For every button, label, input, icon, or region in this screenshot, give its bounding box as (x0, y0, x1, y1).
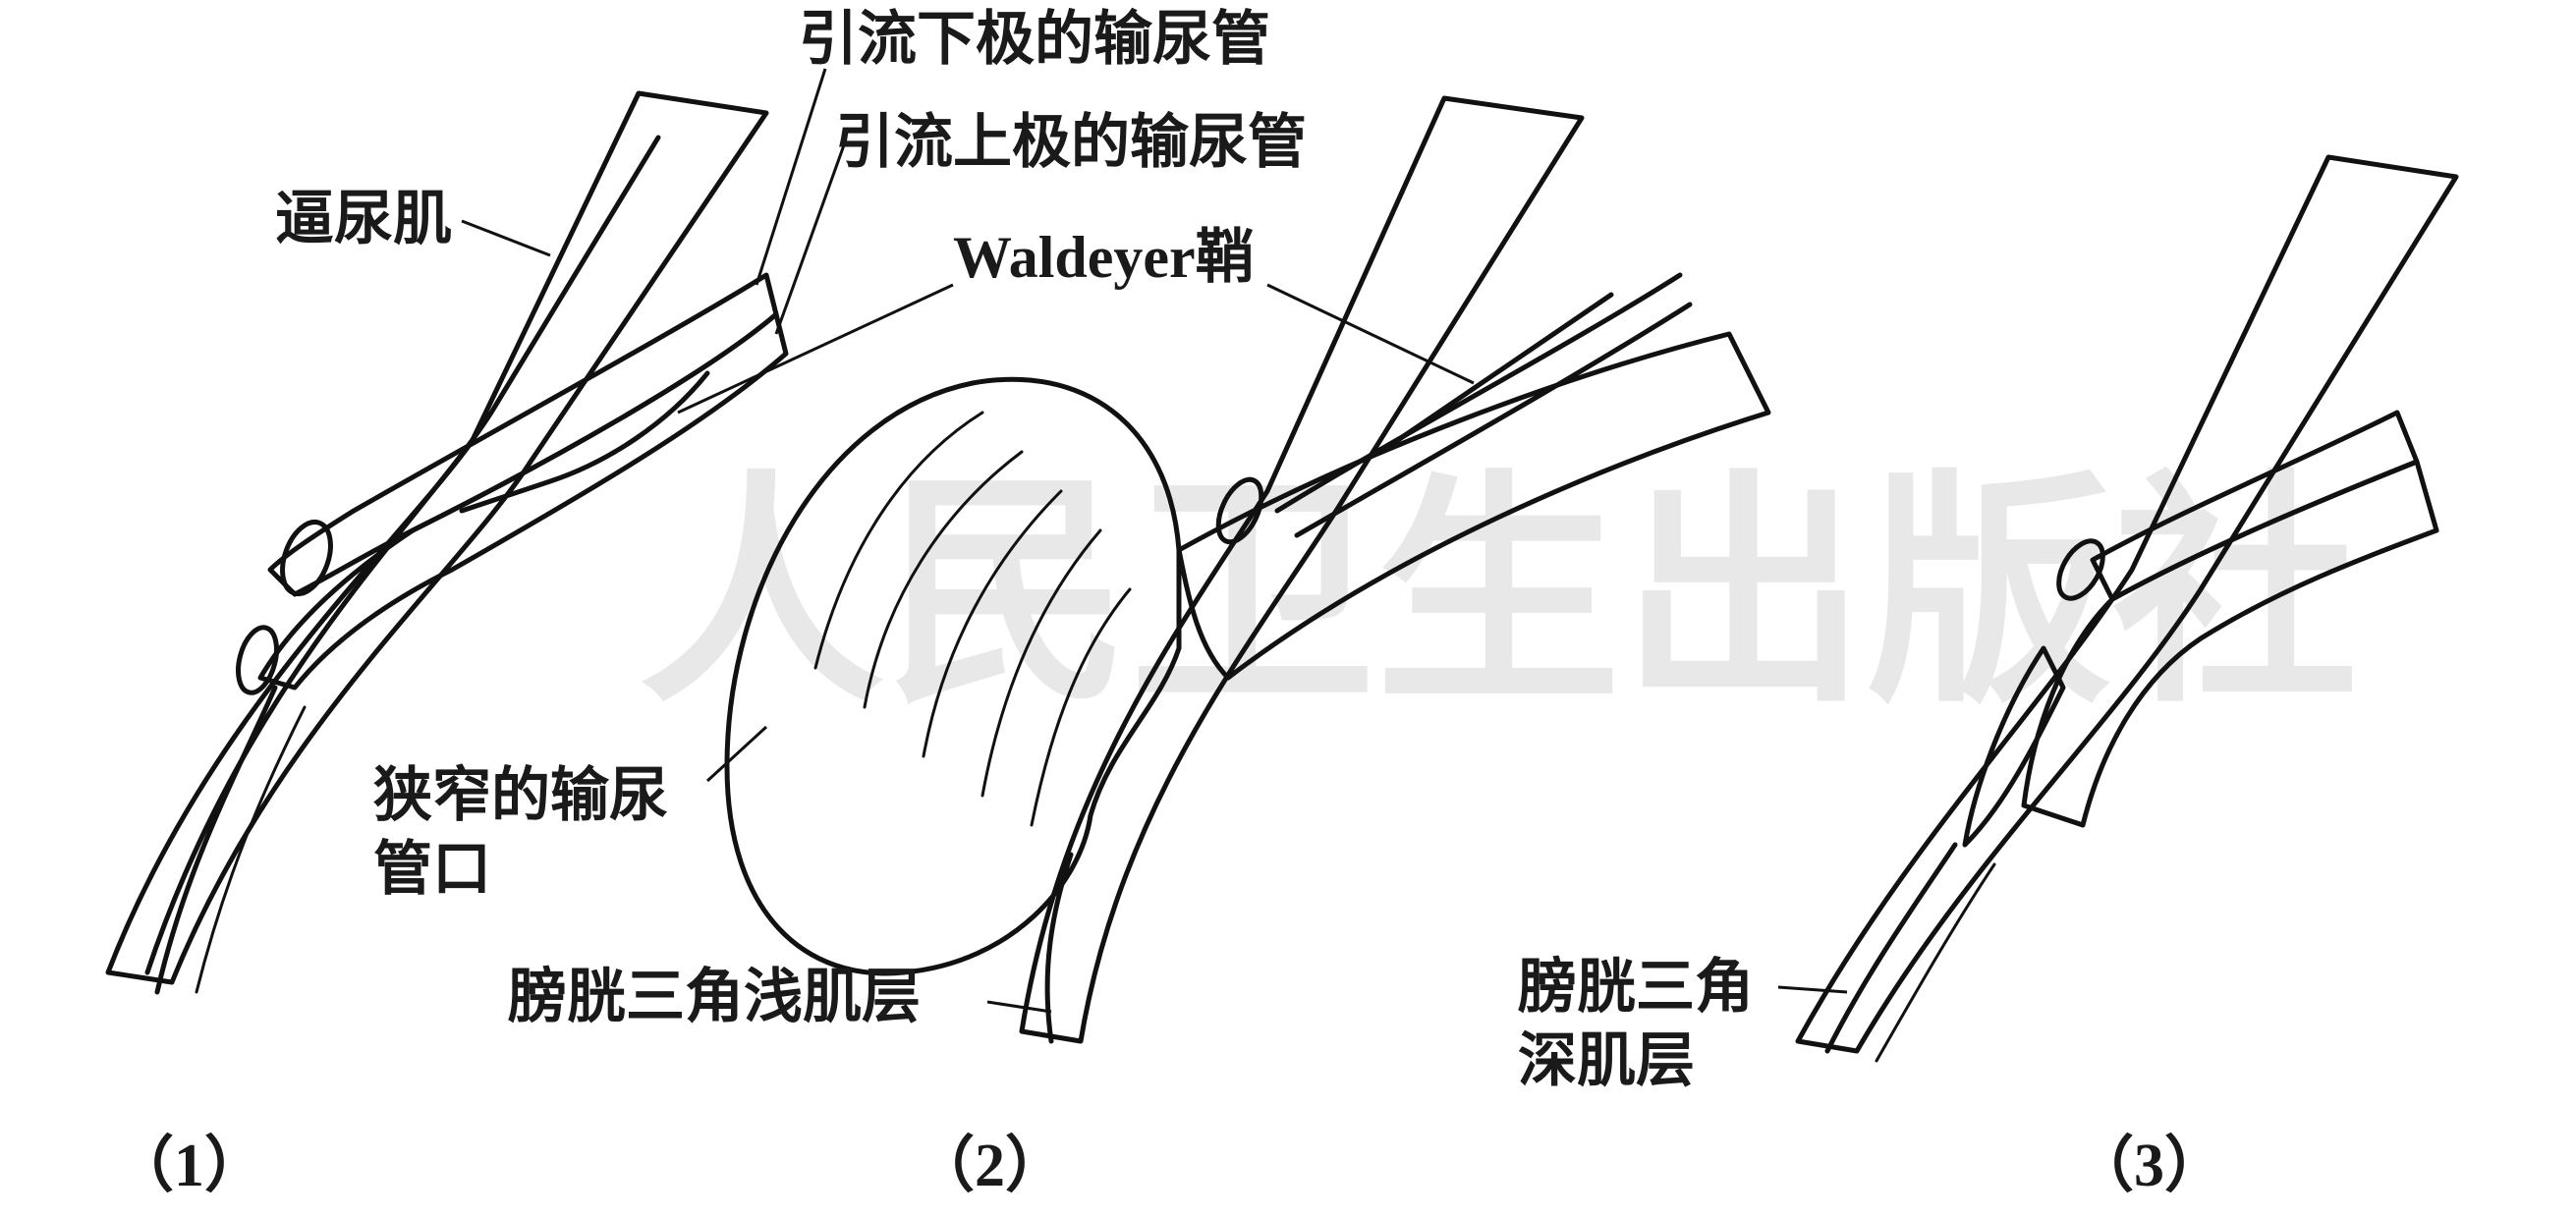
svg-text:人民卫生出版社: 人民卫生出版社 (639, 447, 2358, 736)
label-deep-trigone-2: 深肌层 (1518, 1026, 1695, 1095)
leader-superficial-trigone (986, 1000, 1052, 1014)
ureteral-orifice-upper-3 (2056, 538, 2105, 601)
ureter-upper-pole-1 (257, 311, 789, 691)
detrusor-wall-3 (1795, 154, 2459, 1054)
labels: 逼尿肌 引流下极的输尿管 引流上极的输尿管 Waldeyer鞘 狭窄的输尿 管口… (275, 5, 1754, 1095)
panel-number-1: （1） (113, 1131, 265, 1199)
ureterocele (724, 376, 1182, 976)
panel-2 (724, 95, 1771, 1044)
label-detrusor: 逼尿肌 (275, 185, 452, 253)
panel-1 (105, 90, 789, 995)
panel-number-3: （3） (2073, 1131, 2225, 1199)
label-upper-pole-ureter: 引流上极的输尿管 (835, 108, 1307, 177)
leader-lower-pole-ureter (755, 68, 827, 286)
leader-deep-trigone (1777, 985, 1848, 994)
label-stenotic-orifice-2: 管口 (373, 835, 491, 904)
leader-waldeyer-1 (677, 283, 954, 415)
leader-upper-pole-ureter (774, 141, 847, 335)
leader-detrusor (461, 219, 551, 257)
label-stenotic-orifice-1: 狭窄的输尿 (373, 761, 668, 830)
ureteral-orifice-lower-1 (236, 625, 279, 695)
ureter-tube-2 (1176, 331, 1771, 681)
panel-number-2: （2） (914, 1131, 1066, 1199)
label-lower-pole-ureter: 引流下极的输尿管 (799, 5, 1270, 74)
panel-3 (1795, 154, 2459, 1063)
label-waldeyer-sheath: Waldeyer鞘 (953, 225, 1255, 290)
leader-stenotic-orifice (705, 725, 768, 783)
label-deep-trigone-1: 膀胱三角 (1517, 953, 1754, 1022)
leader-waldeyer-2 (1266, 283, 1475, 385)
panel-numbers: （1） （2） （3） (113, 1131, 2225, 1199)
ureteral-orifice-lower-3 (1962, 645, 2066, 848)
watermark: 人民卫生出版社 (639, 447, 2358, 736)
leader-lines (461, 68, 1848, 1014)
ureteral-orifice-2 (1215, 476, 1264, 545)
ureteral-orifice-upper-1 (280, 520, 333, 596)
label-superficial-trigone: 膀胱三角浅肌层 (507, 963, 921, 1031)
ureter-lower-pole-3 (2021, 459, 2439, 828)
